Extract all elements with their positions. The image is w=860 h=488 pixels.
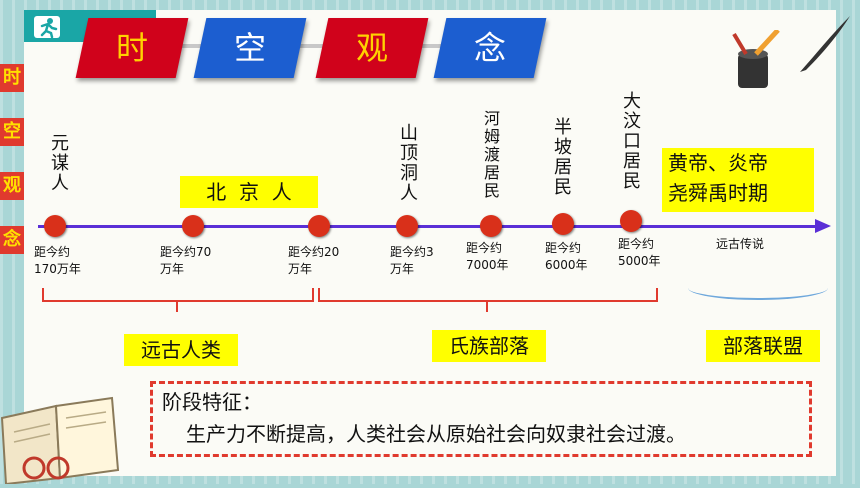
title-tile-text: 观 — [355, 29, 388, 67]
timeline-dot — [182, 215, 204, 237]
timeline-dot — [308, 215, 330, 237]
group-brace — [42, 288, 314, 302]
connector — [175, 44, 215, 48]
point-time: 距今约3 万年 — [390, 245, 434, 276]
point-name: 山顶洞人 — [400, 123, 418, 204]
pen-cup-icon — [728, 28, 788, 90]
side-title-char: 念 — [0, 226, 24, 254]
title-tile: 时 — [75, 18, 189, 78]
group-brace — [318, 288, 658, 302]
point-time: 距今约 170万年 — [34, 245, 81, 276]
point-name: 半坡居民 — [554, 117, 572, 198]
side-title-char: 时 — [0, 64, 24, 92]
title-tile: 念 — [433, 18, 547, 78]
point-time: 距今约70 万年 — [160, 245, 212, 276]
group-brace-blue — [688, 276, 828, 300]
beijing-label: 北 京 人 — [180, 176, 318, 208]
group-label: 部落联盟 — [706, 330, 820, 362]
summary-text: 生产力不断提高，人类社会从原始社会向奴隶社会过渡。 — [186, 422, 686, 446]
connector — [300, 44, 340, 48]
point-name: 河姆渡居民 — [483, 109, 500, 200]
title-tile-text: 时 — [115, 29, 148, 67]
feather-icon — [796, 14, 852, 74]
group-label: 氏族部落 — [432, 330, 546, 362]
title-tile: 观 — [315, 18, 429, 78]
group-brace-tick — [176, 300, 178, 312]
title-tile-text: 空 — [233, 29, 266, 67]
summary-title: 阶段特征： — [162, 390, 262, 414]
summary-box — [150, 381, 812, 457]
side-title-char: 空 — [0, 118, 24, 146]
timeline-dot — [480, 215, 502, 237]
point-time: 距今约20 万年 — [288, 245, 340, 276]
timeline-dot — [552, 213, 574, 235]
title-tile-text: 念 — [473, 29, 506, 67]
runner-icon — [34, 16, 60, 39]
group-label: 远古人类 — [124, 334, 238, 366]
point-time: 距今约 7000年 — [466, 241, 509, 272]
legend-label: 黄帝、炎帝 尧舜禹时期 — [662, 148, 814, 212]
point-name: 元谋人 — [51, 133, 69, 194]
timeline-dot — [44, 215, 66, 237]
point-time: 距今约 5000年 — [618, 237, 661, 268]
timeline-arrow-icon — [815, 219, 831, 233]
side-title-char: 观 — [0, 172, 24, 200]
timeline-axis — [38, 225, 818, 228]
title-tile: 空 — [193, 18, 307, 78]
group-brace-tick — [486, 300, 488, 312]
slide-page — [24, 10, 836, 476]
timeline-dot — [396, 215, 418, 237]
point-time: 距今约 6000年 — [545, 241, 588, 272]
point-name: 大汶口居民 — [623, 91, 641, 192]
legend-sub: 远古传说 — [716, 237, 765, 251]
open-book-icon — [0, 378, 120, 486]
timeline-dot — [620, 210, 642, 232]
